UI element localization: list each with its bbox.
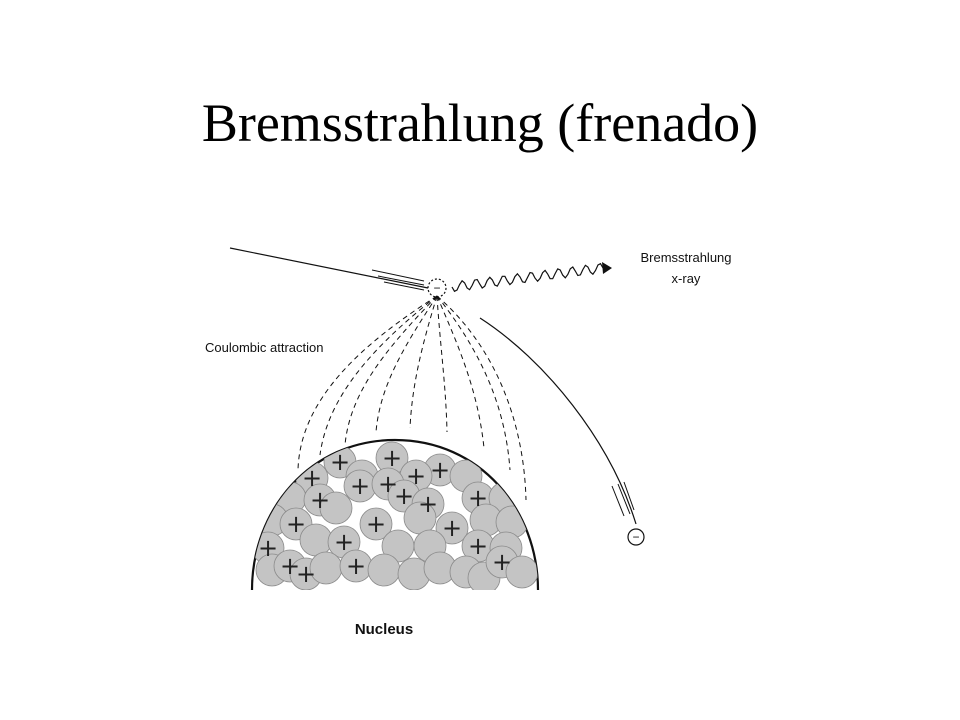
svg-text:−: −	[632, 530, 639, 544]
svg-text:−: −	[433, 281, 440, 295]
proton-plus-sign: +	[468, 484, 488, 512]
incoming-electron-path	[229, 247, 429, 291]
nucleon	[367, 553, 401, 587]
proton-plus-sign: +	[310, 486, 330, 514]
proton-plus-sign: +	[350, 472, 370, 500]
nucleon	[435, 511, 469, 545]
nucleons: +++++++++++++++++++++	[252, 441, 538, 590]
proton-plus-sign: +	[418, 490, 438, 518]
proton-plus-sign: +	[442, 514, 462, 542]
proton-plus-sign: +	[346, 552, 366, 580]
proton-plus-sign: +	[330, 448, 350, 476]
outgoing-electron: −	[627, 528, 645, 546]
proton-plus-sign: +	[382, 444, 402, 472]
label-coulombic-attraction: Coulombic attraction	[205, 340, 324, 355]
proton-plus-sign: +	[394, 482, 414, 510]
proton-plus-sign: +	[296, 560, 316, 588]
proton-plus-sign: +	[334, 528, 354, 556]
proton-plus-sign: +	[302, 464, 322, 492]
proton-plus-sign: +	[366, 510, 386, 538]
proton-plus-sign: +	[286, 510, 306, 538]
proton-plus-sign: +	[378, 470, 398, 498]
nucleon	[505, 555, 538, 589]
proton-plus-sign: +	[430, 456, 450, 484]
electron-at-interaction: −	[427, 278, 447, 298]
coulombic-field-lines	[297, 295, 527, 501]
proton-plus-sign: +	[258, 534, 278, 562]
deflected-electron-path	[479, 317, 637, 525]
nucleon	[319, 491, 353, 525]
slide-title: Bremsstrahlung (frenado)	[201, 93, 759, 153]
nucleon	[359, 507, 393, 541]
label-bremsstrahlung: Bremsstrahlung	[640, 250, 731, 265]
nucleus: +++++++++++++++++++++	[250, 438, 540, 591]
label-nucleus: Nucleus	[355, 621, 413, 638]
label-xray: x-ray	[672, 271, 701, 286]
xray-photon-wave	[451, 262, 612, 293]
proton-plus-sign: +	[492, 548, 512, 576]
proton-plus-sign: +	[280, 552, 300, 580]
proton-plus-sign: +	[406, 462, 426, 490]
proton-plus-sign: +	[468, 532, 488, 560]
